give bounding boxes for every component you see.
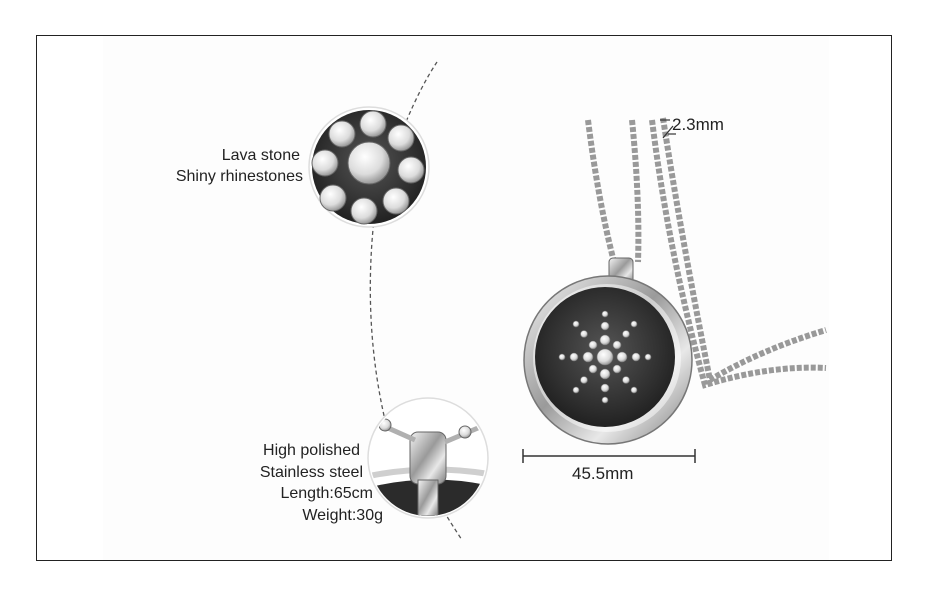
callout-rhinestones: Shiny rhinestones xyxy=(175,168,303,185)
steel-detail-circle xyxy=(367,397,489,519)
chain-width-marker xyxy=(660,119,676,139)
bead-chain xyxy=(585,117,827,389)
pendant xyxy=(523,257,693,445)
diameter-dimension-line xyxy=(522,449,696,463)
callout-stainless-steel: Stainless steel xyxy=(259,464,363,481)
rhinestone-cluster xyxy=(311,110,425,225)
callout-lava-stone: Lava stone xyxy=(221,147,300,164)
rhinestone-detail-circle xyxy=(308,106,430,228)
callout-length: Length:65cm xyxy=(280,485,373,502)
callout-high-polished: High polished xyxy=(263,442,360,459)
callout-weight: Weight:30g xyxy=(302,507,383,524)
chain-width-label: 2.3mm xyxy=(672,115,724,134)
star-rhinestone-pattern xyxy=(558,310,652,404)
pendant-diameter-label: 45.5mm xyxy=(572,464,634,483)
connector-middle-dashed xyxy=(369,209,386,421)
